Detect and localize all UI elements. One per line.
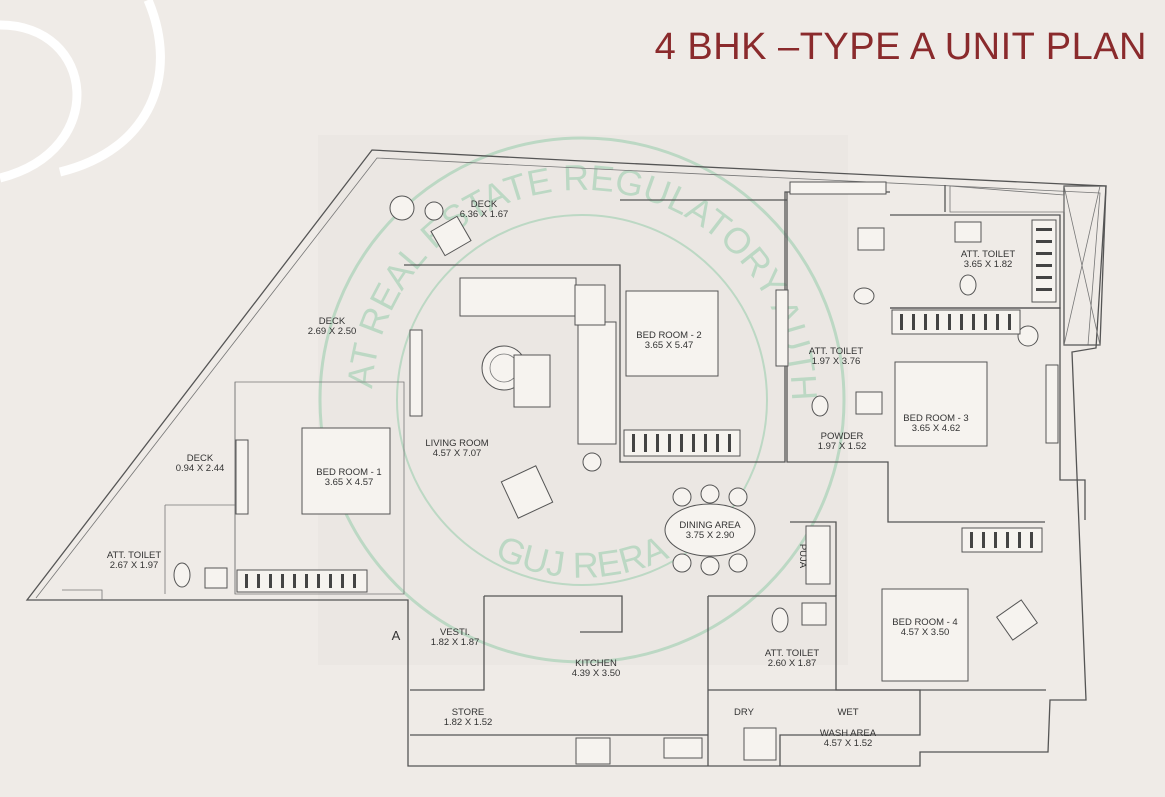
room-bedroom-2-size: 3.65 X 5.47: [645, 340, 694, 351]
room-bedroom-1-size: 3.65 X 4.57: [325, 477, 374, 488]
room-dining-size: 3.75 X 2.90: [686, 530, 735, 541]
room-wet-name: WET: [837, 707, 858, 718]
room-att-toilet-4-size: 2.60 X 1.87: [768, 658, 817, 669]
room-bedroom-4-name: BED ROOM - 4: [892, 617, 957, 628]
room-att-toilet-1-size: 2.67 X 1.97: [110, 560, 159, 571]
decorative-arcs: [0, 0, 165, 183]
room-wash-size: 4.57 X 1.52: [824, 738, 873, 749]
room-bedroom-3-name: BED ROOM - 3: [903, 413, 968, 424]
room-labels: DECK 6.36 X 1.67 DECK 2.69 X 2.50 DECK 0…: [107, 199, 1016, 749]
furniture: [173, 181, 1059, 765]
room-att-toilet-3-name: ATT. TOILET: [961, 249, 1016, 260]
room-deck-small-name: DECK: [187, 453, 214, 464]
room-kitchen-size: 4.39 X 3.50: [572, 668, 621, 679]
room-living-name: LIVING ROOM: [425, 438, 488, 449]
room-kitchen-name: KITCHEN: [575, 658, 617, 669]
room-deck-top-size: 6.36 X 1.67: [460, 209, 509, 220]
room-powder-size: 1.97 X 1.52: [818, 441, 867, 452]
room-deck-left-size: 2.69 X 2.50: [308, 326, 357, 337]
room-bedroom-1-name: BED ROOM - 1: [316, 467, 381, 478]
room-powder-name: POWDER: [821, 431, 864, 442]
room-att-toilet-3-size: 3.65 X 1.82: [964, 259, 1013, 270]
room-living-size: 4.57 X 7.07: [433, 448, 482, 459]
room-bedroom-2-name: BED ROOM - 2: [636, 330, 701, 341]
outer-walls: [25, 149, 1107, 767]
section-marker-a: A: [392, 628, 401, 643]
room-wash-name: WASH AREA: [820, 728, 877, 739]
room-att-toilet-1-name: ATT. TOILET: [107, 550, 162, 561]
room-bedroom-3-size: 3.65 X 4.62: [912, 423, 961, 434]
room-att-toilet-4-name: ATT. TOILET: [765, 648, 820, 659]
plan-title: 4 BHK –TYPE A UNIT PLAN: [654, 26, 1147, 68]
room-deck-top-name: DECK: [471, 199, 498, 210]
room-store-size: 1.82 X 1.52: [444, 717, 493, 728]
room-att-toilet-2-name: ATT. TOILET: [809, 346, 864, 357]
room-vesti-name: VESTI.: [440, 627, 470, 638]
room-dry-name: DRY: [734, 707, 755, 718]
room-vesti-size: 1.82 X 1.87: [431, 637, 480, 648]
room-store-name: STORE: [452, 707, 485, 718]
room-deck-left-name: DECK: [319, 316, 346, 327]
room-att-toilet-2-size: 1.97 X 3.76: [812, 356, 861, 367]
room-bedroom-4-size: 4.57 X 3.50: [901, 627, 950, 638]
room-deck-small-size: 0.94 X 2.44: [176, 463, 225, 474]
room-dining-name: DINING AREA: [679, 520, 741, 531]
room-puja-name: PUJA: [797, 544, 808, 569]
